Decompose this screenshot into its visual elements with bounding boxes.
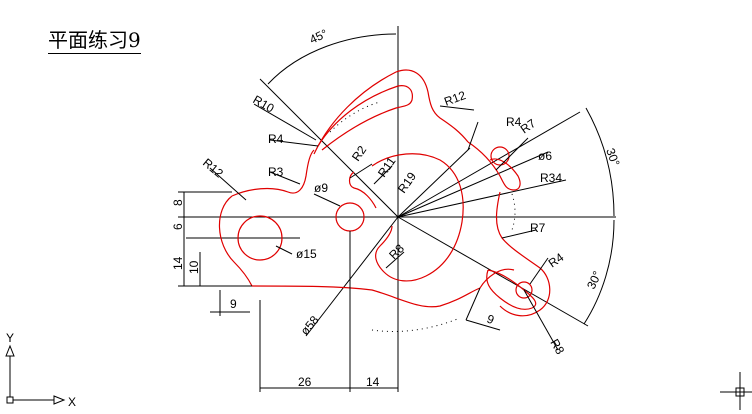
- hole-phi6: [490, 146, 510, 166]
- axis-label-y: Y: [6, 331, 14, 345]
- br-slot: [486, 269, 537, 310]
- dim-14: 14: [171, 256, 185, 270]
- dim-r12b: R12: [200, 156, 226, 181]
- dim-8: 8: [171, 199, 185, 206]
- dim-r8a: R8: [386, 241, 407, 262]
- dim-r10: R10: [251, 92, 277, 115]
- left-contour: [231, 149, 315, 197]
- dim-r19: R19: [395, 169, 419, 195]
- dim-6: 6: [171, 223, 185, 230]
- dim-phi58: ø58: [298, 313, 322, 338]
- dim-r4b: R4: [506, 115, 522, 129]
- dim-r4c: R4: [546, 250, 567, 270]
- dimension-lines: [178, 33, 615, 392]
- part-outline: [218, 69, 551, 317]
- right-mid: [495, 191, 551, 317]
- left-boss: [218, 195, 253, 287]
- bottom-contour: [251, 285, 481, 308]
- leaders: [209, 103, 549, 285]
- dim-r34: R34: [540, 171, 562, 185]
- dim-r11: R11: [375, 154, 399, 180]
- ucs-icon: [5, 344, 66, 405]
- dotted-arcs: [329, 101, 516, 332]
- ray-r34: [397, 179, 567, 218]
- top-slot: [313, 69, 469, 155]
- dim-10: 10: [187, 260, 201, 274]
- dim-r3: R3: [268, 165, 284, 179]
- dim-ang45: 45°: [307, 26, 330, 46]
- arc-45: [267, 33, 397, 85]
- dim-phi6: ø6: [538, 149, 552, 163]
- right-lower: [479, 268, 515, 289]
- right-upper: [467, 141, 521, 191]
- ray-r19: [397, 147, 471, 218]
- dim-26: 26: [298, 375, 312, 389]
- dim-r12a: R12: [442, 88, 468, 109]
- ray-30-up: [397, 111, 581, 218]
- dim-9b: 9: [485, 312, 496, 328]
- center-lines: [178, 26, 616, 392]
- hole-phi15: [237, 215, 283, 261]
- dim-r7b: R7: [530, 221, 546, 235]
- central-arc: [371, 153, 464, 282]
- dim-r4a: R4: [268, 132, 284, 146]
- dim-14b: 14: [366, 375, 380, 389]
- dim-9a: 9: [230, 297, 237, 311]
- leader-phi58: [305, 216, 399, 337]
- ray-phi6: [397, 151, 549, 218]
- dimension-labels: 45° 30° 30° R10 R4 R12 R4 R7 R12 R3 R2 R…: [171, 26, 623, 389]
- axis-label-x: X: [68, 395, 76, 409]
- dim-ang30a: 30°: [603, 146, 622, 168]
- dim-phi15: ø15: [296, 247, 317, 261]
- dim-r8b: R8: [547, 337, 567, 358]
- ray-45: [259, 78, 399, 218]
- arc-30-down: [583, 219, 615, 325]
- drawing-title: 平面练习9: [48, 28, 141, 54]
- dim-phi9: ø9: [314, 181, 328, 195]
- hole-r4-br: [515, 281, 533, 299]
- top-slot-inner: [317, 85, 413, 151]
- dim-r2: R2: [349, 143, 369, 164]
- dim-ang30b: 30°: [584, 269, 604, 292]
- central-left: [348, 171, 377, 209]
- crosshair-cursor-icon: [720, 372, 752, 410]
- arc-30-up: [585, 107, 615, 217]
